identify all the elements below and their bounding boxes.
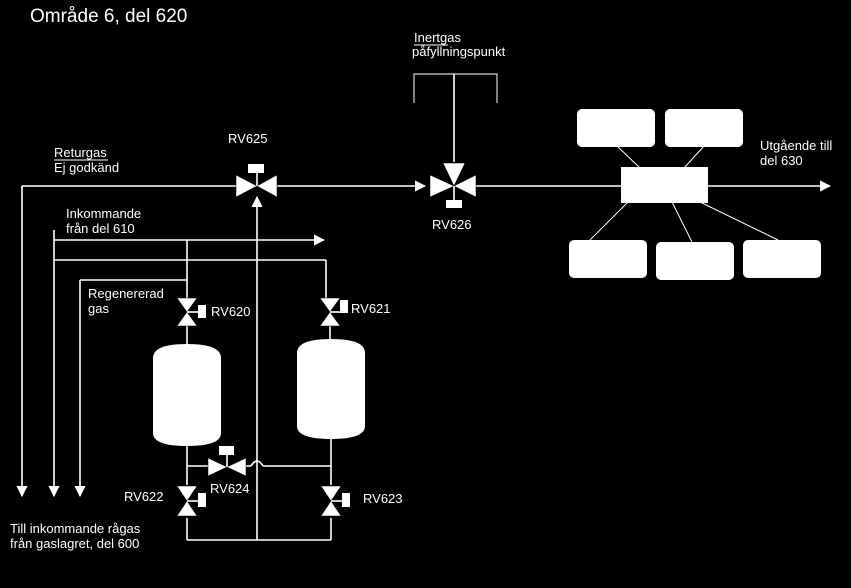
utgaende-label: Utgående till	[760, 138, 832, 153]
hub-link-5	[699, 201, 779, 241]
hub-link-2	[683, 145, 705, 169]
fran-del-610-label: från del 610	[66, 221, 135, 236]
rv620-label: RV620	[211, 304, 251, 319]
del-630-label: del 630	[760, 153, 803, 168]
rv624-label: RV624	[210, 481, 250, 496]
hub-box	[621, 167, 708, 203]
fran-gaslagret-label: från gaslagret, del 600	[10, 536, 139, 551]
node-box-top-left	[577, 109, 655, 147]
inkommande-label: Inkommande	[66, 206, 141, 221]
diagram-title: Område 6, del 620	[30, 6, 187, 27]
returgas-label: Returgas	[54, 145, 107, 160]
ej-godkand-label: Ej godkänd	[54, 160, 119, 175]
regenererad-label: Regenererad	[88, 286, 164, 301]
valve-rv626[interactable]	[429, 162, 477, 208]
rv622-label: RV622	[124, 489, 164, 504]
tank-left	[153, 344, 221, 446]
valve-rv620[interactable]	[176, 297, 206, 327]
hub-link-4	[671, 201, 693, 243]
valve-rv621[interactable]	[319, 297, 348, 327]
rv623-label: RV623	[363, 491, 403, 506]
valve-rv624[interactable]	[207, 446, 247, 477]
hub-link-1	[616, 145, 641, 169]
valve-rv625[interactable]	[235, 164, 278, 198]
node-box-bottom-left	[569, 240, 647, 278]
rv621-label: RV621	[351, 301, 391, 316]
till-inkommande-label: Till inkommande rågas	[10, 521, 141, 536]
rv626-label: RV626	[432, 217, 472, 232]
node-box-bottom-right	[743, 240, 821, 278]
valve-rv622[interactable]	[176, 485, 206, 517]
node-box-top-right	[665, 109, 743, 147]
inertgas-label: Inertgas	[414, 30, 461, 45]
pipe-crossover-hop	[250, 460, 264, 467]
inertgas-fill-point	[413, 73, 498, 162]
hub-link-3	[589, 201, 629, 241]
rv625-label: RV625	[228, 131, 268, 146]
pafyllningspunkt-label: påfyllningspunkt	[412, 44, 506, 59]
valve-rv623[interactable]	[320, 485, 350, 517]
node-box-bottom-mid	[656, 242, 734, 280]
tank-right	[297, 339, 365, 439]
gas-label: gas	[88, 301, 109, 316]
